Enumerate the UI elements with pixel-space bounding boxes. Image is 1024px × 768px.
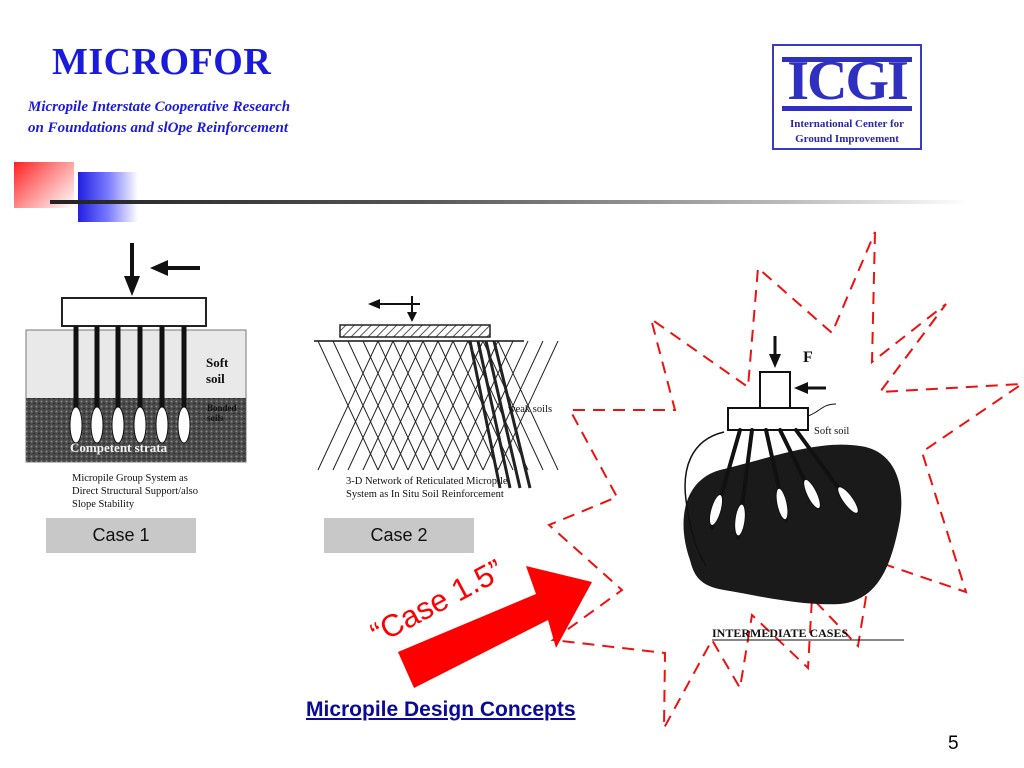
subtitle-line-1: Micropile Interstate Cooperative Researc… bbox=[28, 99, 291, 115]
case1-label-soils: soils bbox=[207, 413, 224, 423]
intermediate-label-force: F bbox=[803, 349, 813, 366]
intermediate-column bbox=[759, 371, 791, 409]
intermediate-pile-cap bbox=[727, 407, 809, 431]
case1-caption-3: Slope Stability bbox=[72, 499, 135, 510]
intermediate-leader-line bbox=[807, 403, 837, 417]
page-number: 5 bbox=[948, 733, 959, 754]
case1-pile-cap bbox=[61, 297, 207, 327]
case1-bond-zones bbox=[69, 406, 191, 444]
intermediate-rock-mass bbox=[683, 444, 902, 605]
case2-label-box: Case 2 bbox=[324, 518, 474, 553]
intermediate-caption: INTERMEDIATE CASES bbox=[712, 626, 848, 640]
case2-pile-weak-soil bbox=[468, 340, 502, 489]
case2-pile bbox=[392, 340, 454, 471]
header-divider-line bbox=[50, 200, 970, 204]
case2-pile-weak-soil bbox=[476, 340, 512, 489]
case1-label-soil: soil bbox=[206, 371, 225, 386]
decor-blue-square bbox=[78, 172, 138, 222]
case2-pile bbox=[437, 340, 499, 471]
case2-pile bbox=[497, 340, 559, 471]
case2-pile-weak-soil bbox=[492, 340, 532, 489]
case2-figure: weak soils 3-D Network of Reticulated Mi… bbox=[314, 296, 559, 500]
case2-pile-network bbox=[317, 340, 559, 489]
case1-caption-2: Direct Structural Support/also bbox=[72, 486, 198, 497]
case1-label-soft: Soft bbox=[206, 355, 229, 370]
intermediate-slope-line bbox=[684, 431, 725, 567]
case2-label-weak: weak soils bbox=[508, 404, 552, 415]
logo-bar-top bbox=[782, 57, 912, 62]
logo-line-1: International Center for bbox=[789, 118, 905, 130]
logo-bar-bottom bbox=[782, 106, 912, 111]
case2-arrows bbox=[368, 296, 420, 322]
red-arrow bbox=[398, 566, 592, 688]
case2-pile bbox=[467, 340, 529, 471]
logo-line-2: Ground Improvement bbox=[795, 133, 899, 145]
case1-horizontal-arrow bbox=[150, 260, 200, 276]
case1-vertical-arrow bbox=[124, 243, 140, 296]
slide-title: MICROFOR bbox=[52, 41, 272, 83]
subtitle-line-2: on Foundations and slOpe Reinforcement bbox=[28, 120, 289, 136]
case2-pile bbox=[407, 340, 469, 471]
icgi-logo: ICGI International Center for Ground Imp… bbox=[772, 44, 922, 150]
case2-footing bbox=[339, 324, 491, 338]
case1-label-box: Case 1 bbox=[46, 518, 196, 553]
case2-caption-1: 3-D Network of Reticulated Micropile bbox=[346, 476, 508, 487]
case2-pile-weak-soil bbox=[484, 340, 522, 489]
case1-figure: Soft soil Bonded soils Competent strata … bbox=[25, 243, 247, 510]
case2-pile bbox=[377, 340, 439, 471]
intermediate-label-soft: Soft soil bbox=[814, 426, 849, 437]
case2-pile bbox=[362, 340, 424, 471]
case2-pile bbox=[332, 340, 394, 471]
starburst-outline bbox=[547, 231, 1024, 729]
intermediate-figure: F Soft soil INTERMEDIATE CASES bbox=[683, 336, 904, 641]
intermediate-horizontal-arrow bbox=[794, 382, 826, 394]
case2-caption-2: System as In Situ Soil Reinforcement bbox=[346, 489, 504, 500]
case2-pile bbox=[317, 340, 379, 471]
case1-label-bonded: Bonded bbox=[207, 403, 237, 413]
intermediate-vertical-arrow bbox=[769, 336, 781, 368]
case2-pile bbox=[347, 340, 409, 471]
intermediate-bond-zones bbox=[708, 478, 859, 537]
micropile-design-concepts-link[interactable]: Micropile Design Concepts bbox=[306, 698, 576, 721]
case1-label-strata: Competent strata bbox=[70, 440, 168, 455]
case1-caption-1: Micropile Group System as bbox=[72, 473, 188, 484]
